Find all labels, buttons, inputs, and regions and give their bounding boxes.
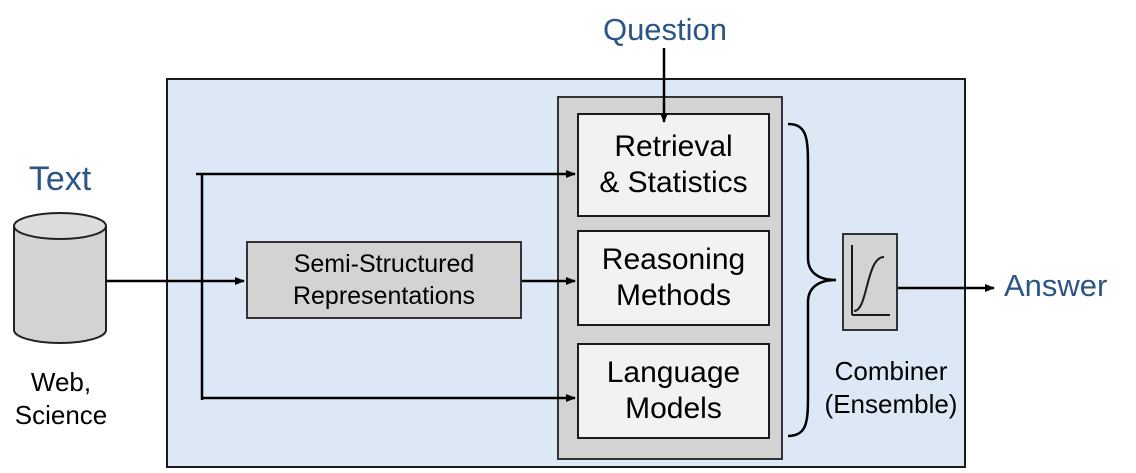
combiner-box xyxy=(842,233,898,331)
sigmoid-icon xyxy=(851,245,890,316)
language-models-box: Language Models xyxy=(577,343,770,439)
text-label: Text xyxy=(28,160,92,198)
database-icon xyxy=(13,212,107,344)
semi-structured-box: Semi-Structured Representations xyxy=(246,241,522,319)
retrieval-statistics-box: Retrieval & Statistics xyxy=(577,113,770,217)
source-label: Web, Science xyxy=(14,367,108,430)
answer-label: Answer xyxy=(1004,268,1108,303)
reasoning-methods-box: Reasoning Methods xyxy=(577,230,770,326)
combiner-label: Combiner (Ensemble) xyxy=(824,356,958,419)
question-label: Question xyxy=(602,12,728,47)
ensemble-brace xyxy=(787,122,837,438)
